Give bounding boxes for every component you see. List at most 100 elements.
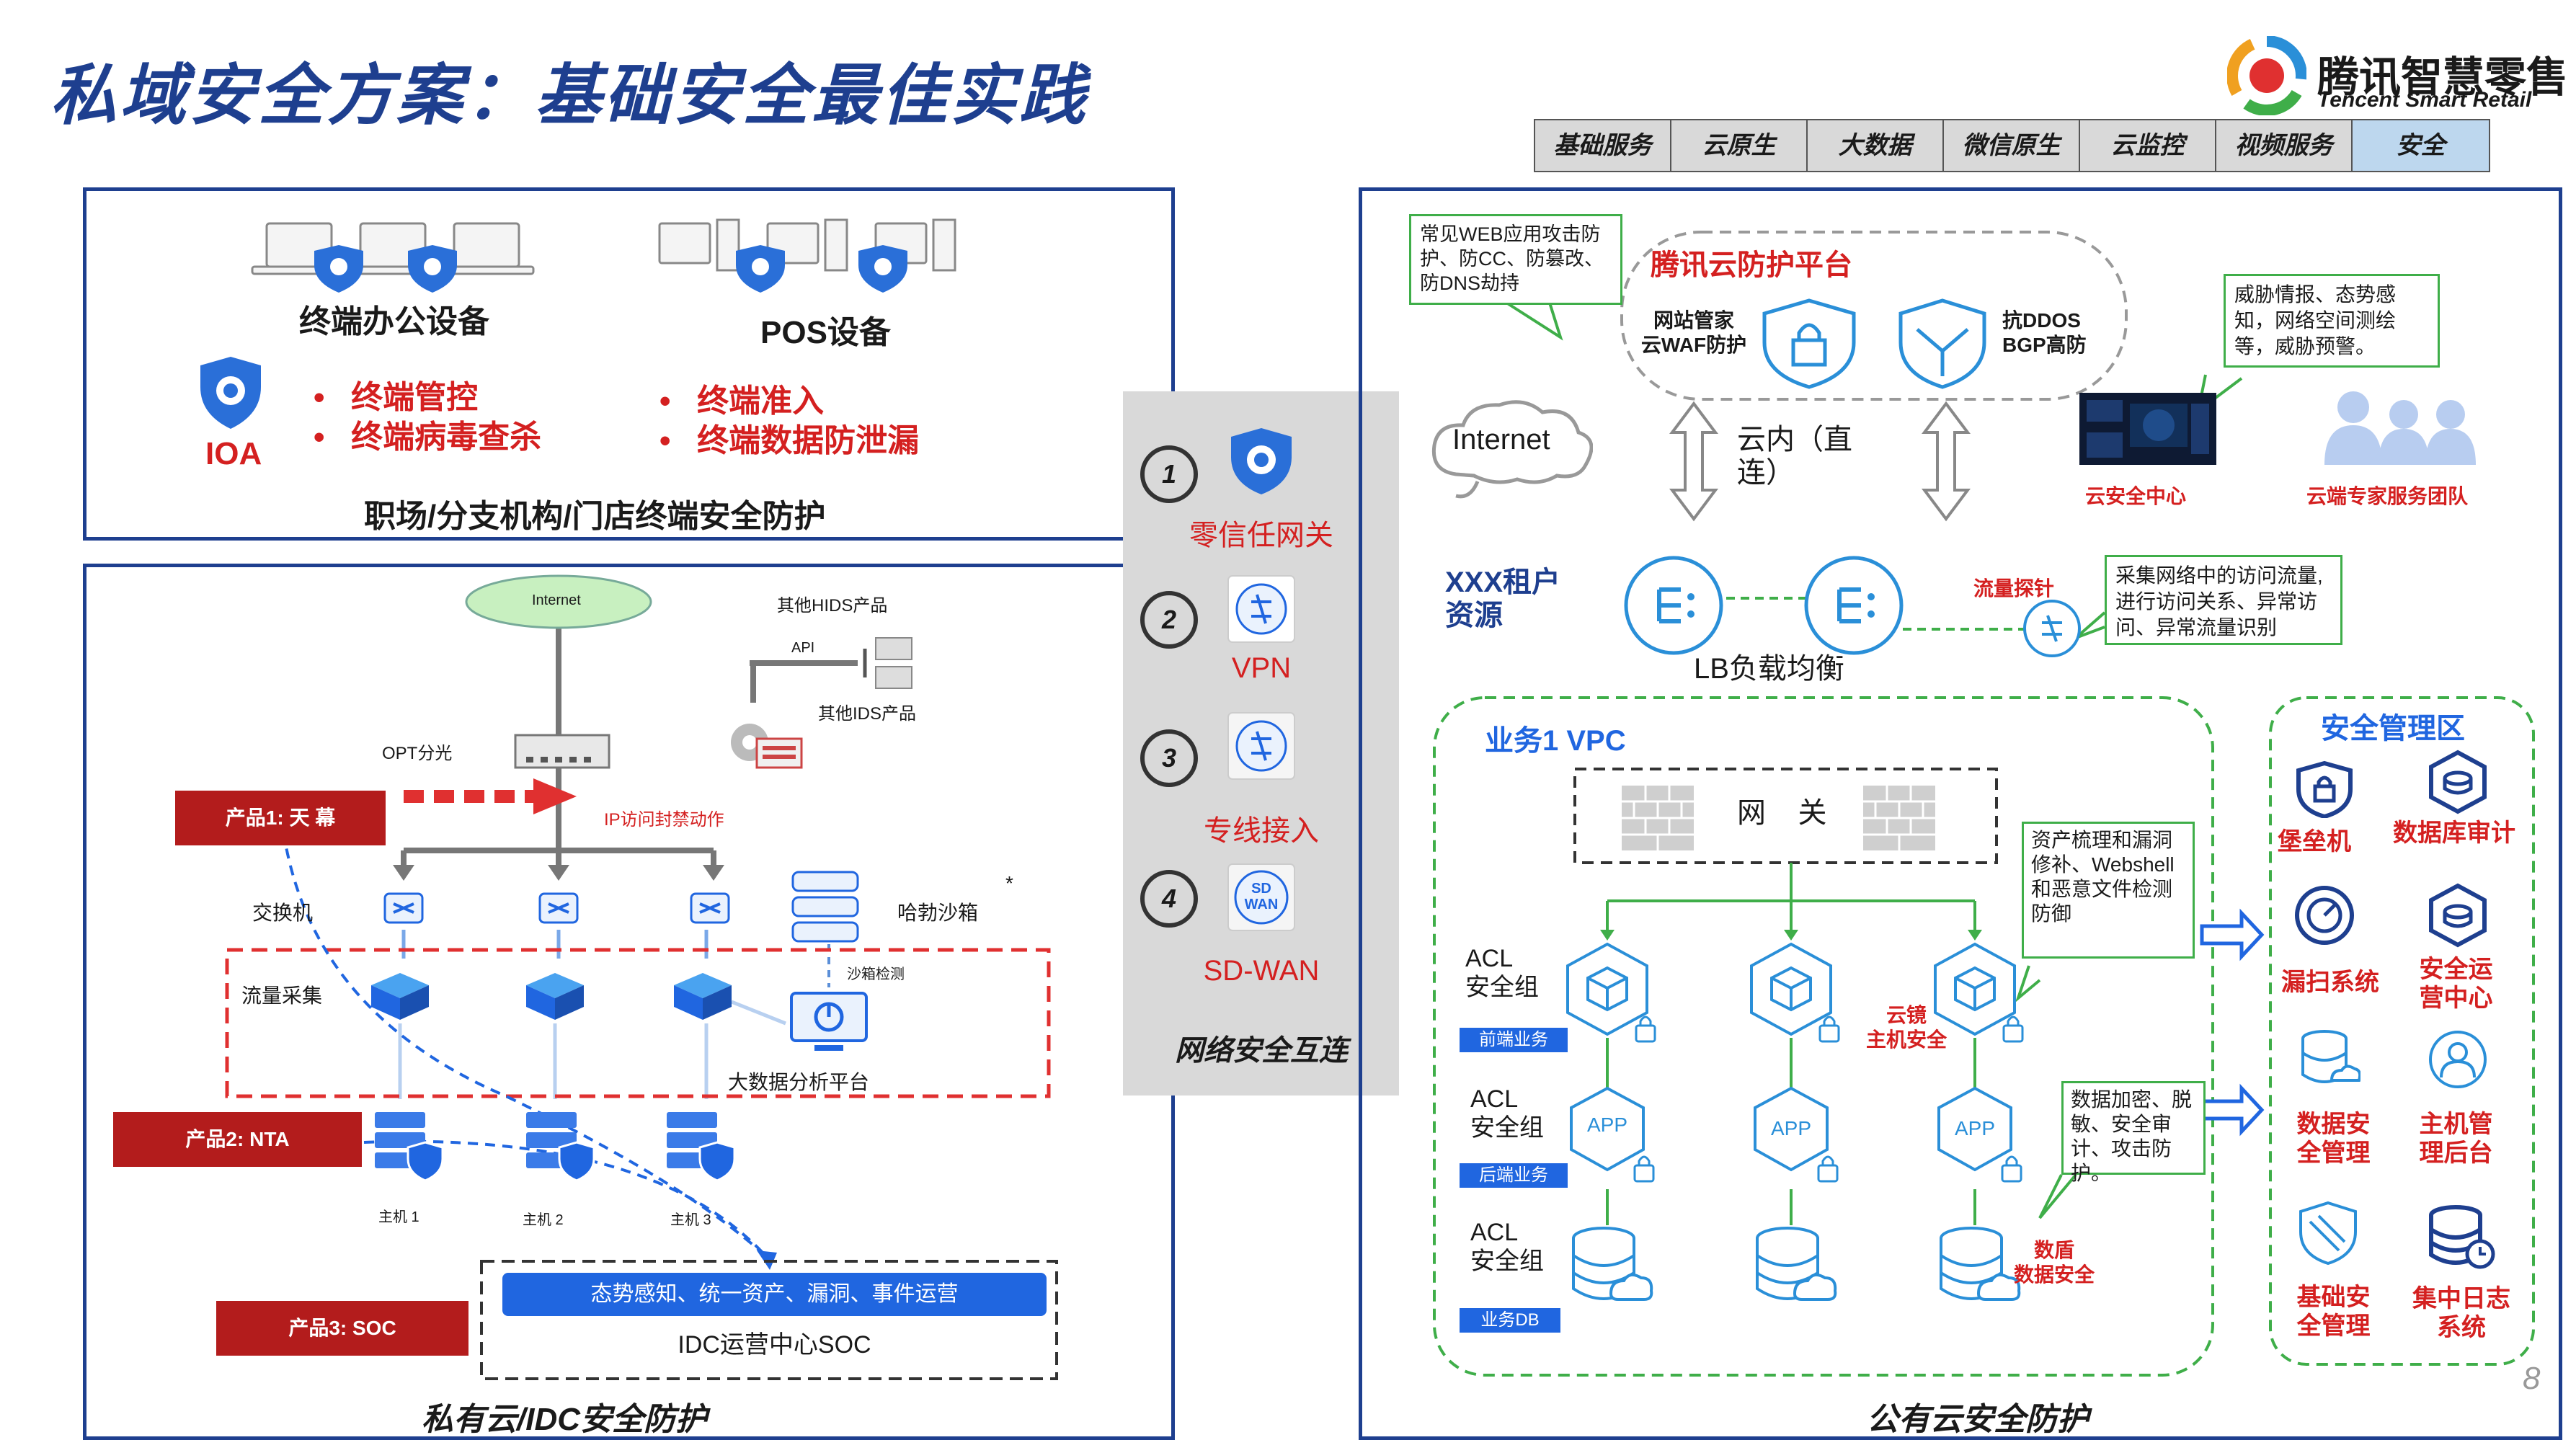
ioa-shield-icon <box>195 353 267 436</box>
sandbox-label: 哈勃沙箱 <box>897 902 979 924</box>
idc-panel-caption: 私有云/IDC安全防护 <box>422 1402 707 1437</box>
switch-icon-1 <box>382 886 425 933</box>
tab-cloud-monitor[interactable]: 云监控 <box>2080 120 2216 171</box>
tag-business-db: 业务DB <box>1460 1308 1560 1333</box>
acl-label-back: ACL 安全组 <box>1470 1085 1544 1142</box>
other-ids-label: 其他IDS产品 <box>818 704 917 724</box>
pos-bullet-1: • 终端准入 <box>659 383 825 419</box>
lb-icon-1 <box>1622 554 1726 662</box>
app-icon-1 <box>1564 1085 1661 1189</box>
step-number-4: 4 <box>1140 870 1198 928</box>
sandbox-detect-label: 沙箱检测 <box>847 966 905 982</box>
security-center-screen-icon <box>2079 393 2216 468</box>
public-internet-label: Internet <box>1452 424 1550 455</box>
pos-devices-icon <box>652 216 984 299</box>
mgmt-item-soc: 安全运 营中心 <box>2419 956 2493 1012</box>
switch-label: 交换机 <box>252 902 314 924</box>
tab-basic-services[interactable]: 基础服务 <box>1535 120 1671 171</box>
mgmt-item-basic-sec: 基础安 全管理 <box>2296 1284 2371 1340</box>
tab-big-data[interactable]: 大数据 <box>1808 120 1944 171</box>
vpn-icon <box>1225 573 1297 649</box>
app-text-1: APP <box>1586 1114 1628 1136</box>
tab-cloud-native[interactable]: 云原生 <box>1671 120 1808 171</box>
flow-collect-label: 流量采集 <box>241 985 323 1007</box>
mgmt-item-log-system: 集中日志 系统 <box>2412 1285 2510 1341</box>
product2-badge: 产品2: NTA <box>113 1112 362 1167</box>
soc-ops-icon <box>2425 883 2490 951</box>
soc-capability-bar: 态势感知、统一资产、漏洞、事件运营 <box>502 1273 1047 1316</box>
switch-icon-2 <box>537 886 580 933</box>
tab-wechat-native[interactable]: 微信原生 <box>1944 120 2080 171</box>
front-vm-icon-1 <box>1560 941 1661 1049</box>
office-bullet-1: • 终端管控 <box>314 380 479 415</box>
db-icon-2 <box>1751 1225 1838 1312</box>
vuln-scan-icon <box>2292 883 2357 951</box>
host-icon-3 <box>659 1106 739 1189</box>
bigdata-platform-label: 大数据分析平台 <box>728 1071 870 1093</box>
category-tabs: 基础服务 云原生 大数据 微信原生 云监控 视频服务 安全 <box>1534 119 2490 172</box>
mgmt-item-vuln-scan: 漏扫系统 <box>2281 969 2379 996</box>
terminal-panel-caption: 职场/分支机构/门店终端安全防护 <box>364 499 826 534</box>
tab-security[interactable]: 安全 <box>2353 120 2489 171</box>
bigdata-monitor-icon <box>786 987 872 1063</box>
pos-devices-label: POS设备 <box>760 315 891 350</box>
basic-sec-mgmt-icon <box>2296 1200 2360 1268</box>
opt-label: OPT分光 <box>382 744 453 763</box>
step-label-zero-trust: 零信任网关 <box>1189 520 1333 551</box>
pos-bullet-2: • 终端数据防泄漏 <box>659 423 920 458</box>
tag-back-business: 后端业务 <box>1460 1163 1568 1188</box>
zero-trust-shield-icon <box>1225 425 1297 501</box>
traffic-probe-note: 采集网络中的访问流量,进行访问关系、异常访问、异常流量识别 <box>2105 555 2342 645</box>
opt-device-icon <box>512 732 613 775</box>
front-vm-icon-2 <box>1744 941 1845 1049</box>
idc-internet-label: Internet <box>532 592 581 608</box>
sdwan-icon-text: SD WAN <box>1244 881 1279 912</box>
host-label-3: 主机 3 <box>670 1212 711 1228</box>
tencent-logo-icon <box>2226 35 2307 116</box>
cloud-platform-title: 腾讯云防护平台 <box>1651 249 1852 281</box>
leased-line-icon <box>1225 710 1297 786</box>
ids-gear-icon <box>721 714 807 782</box>
front-vm-icon-3 <box>1928 941 2029 1049</box>
network-panel-caption: 网络安全互连 <box>1175 1035 1348 1067</box>
ip-block-label: IP访问封禁动作 <box>604 810 724 830</box>
tab-video-services[interactable]: 视频服务 <box>2216 120 2353 171</box>
step-label-sdwan: SD-WAN <box>1203 955 1320 987</box>
other-hids-label: 其他HIDS产品 <box>777 596 888 615</box>
tenant-resource-label: XXX租户 资源 <box>1445 566 1561 631</box>
product3-badge: 产品3: SOC <box>216 1301 468 1356</box>
yunjing-label: 云镜 主机安全 <box>1865 1004 1947 1051</box>
public-cloud-caption: 公有云安全防护 <box>1867 1402 2089 1437</box>
tag-front-business: 前端业务 <box>1460 1028 1568 1052</box>
web-attack-note: 常见WEB应用攻击防护、防CC、防篡改、防DNS劫持 <box>1409 214 1622 305</box>
db-icon-1 <box>1568 1225 1654 1312</box>
ddos-label: 抗DDOS BGP高防 <box>2002 309 2087 356</box>
public-cloud-panel <box>1359 187 2562 1440</box>
security-center-label: 云安全中心 <box>2085 485 2187 507</box>
threat-intel-note: 威胁情报、态势感知，网络空间测绘等，威胁预警。 <box>2224 274 2440 368</box>
firewall-icon-left <box>1622 786 1694 854</box>
collector-icon-3 <box>670 969 735 1027</box>
hids-server-icon <box>872 634 915 695</box>
step-label-vpn: VPN <box>1231 652 1292 684</box>
data-sec-mgmt-icon <box>2296 1027 2362 1095</box>
traffic-probe-label: 流量探针 <box>1973 577 2055 600</box>
product1-badge: 产品1: 天 幕 <box>175 791 386 845</box>
switch-icon-3 <box>688 886 732 933</box>
expert-team-icon <box>2314 386 2487 468</box>
sdwan-icon <box>1225 861 1297 937</box>
mgmt-item-db-audit: 数据库审计 <box>2393 819 2515 847</box>
acl-label-front: ACL 安全组 <box>1465 945 1539 1001</box>
host-icon-1 <box>368 1106 447 1189</box>
public-internet-cloud-icon <box>1427 395 1594 507</box>
asset-remediation-note: 资产梳理和漏洞修补、Webshell和恶意文件检测防御 <box>2022 822 2195 959</box>
host-icon-2 <box>519 1106 598 1189</box>
mgmt-item-host-mgmt: 主机管 理后台 <box>2419 1111 2493 1167</box>
step-number-3: 3 <box>1140 729 1198 787</box>
host-mgmt-icon <box>2425 1027 2490 1095</box>
vpc-title: 业务1 VPC <box>1485 725 1626 757</box>
app-icon-3 <box>1932 1085 2029 1189</box>
db-icon-3 <box>1935 1225 2022 1312</box>
office-bullet-2: • 终端病毒查杀 <box>314 419 542 455</box>
